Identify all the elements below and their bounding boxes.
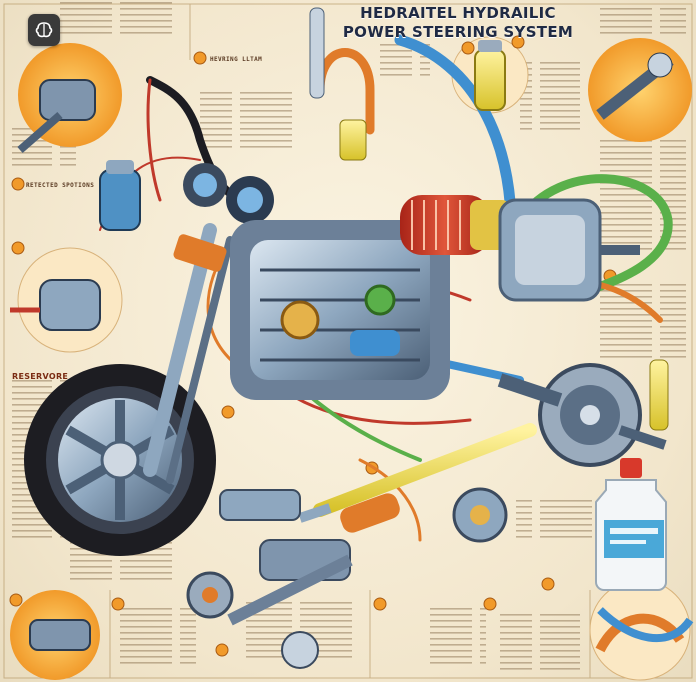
title-line-1: HEDRAITEL HYDRAILIC — [360, 4, 556, 22]
page-title: HEDRAITEL HYDRAILIC POWER STEERING SYSTE… — [338, 4, 578, 42]
engine-block — [230, 220, 450, 400]
front-wheel — [24, 364, 216, 556]
coil-canister — [400, 195, 510, 255]
reservoir-label: RESERVORE — [12, 372, 69, 381]
steering-rack — [298, 423, 537, 543]
brain-icon[interactable] — [28, 14, 60, 46]
pump-assembly — [186, 489, 353, 669]
top-components — [99, 7, 669, 431]
steering-gearbox — [498, 198, 640, 302]
left-top-label: RETECTED SPOTIONS — [26, 182, 95, 189]
front-fork — [143, 76, 274, 484]
inset-parts — [10, 52, 694, 653]
title-line-2: POWER STEERING SYSTEM — [342, 23, 574, 41]
mid-top-label: HEVRING LLTAM — [210, 56, 263, 63]
fluid-bottle — [595, 458, 667, 591]
pulley — [497, 363, 667, 467]
